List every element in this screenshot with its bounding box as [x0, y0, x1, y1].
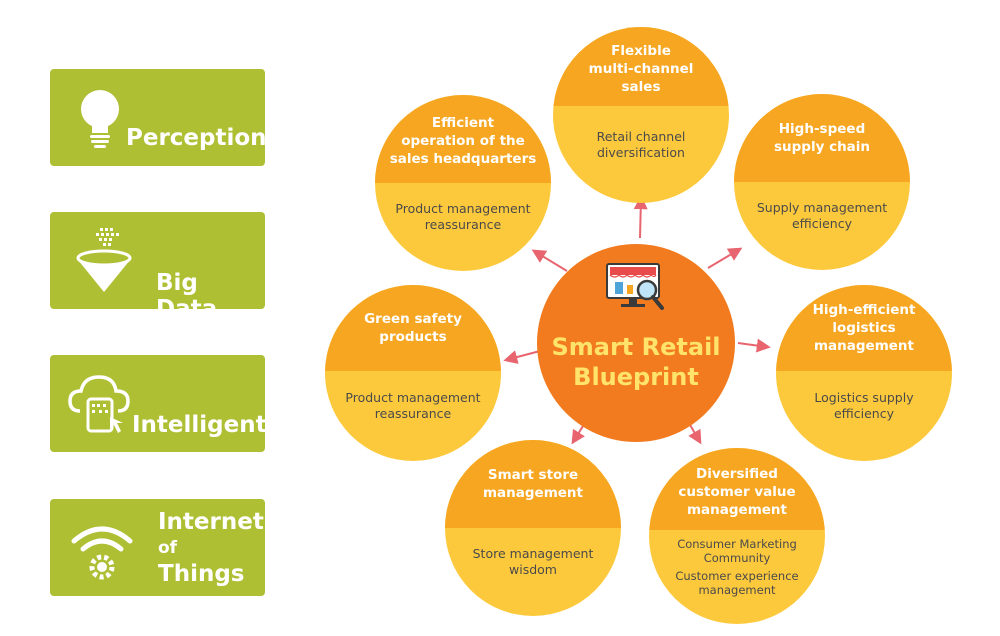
- iot-panel: Internet of Things: [50, 499, 265, 596]
- perception-panel: Perception: [50, 69, 267, 166]
- bubble-subtitle: Logistics supply efficiency: [814, 390, 914, 421]
- bubble-smart-store: Smart store management Store management …: [445, 440, 621, 616]
- bubble-multichannel-sales: Flexible multi-channel sales Retail chan…: [553, 27, 729, 203]
- bubble-supply-chain: High-speed supply chain Supply managemen…: [734, 94, 910, 270]
- bubble-subtitle-list: Consumer Marketing Community Customer ex…: [663, 532, 811, 602]
- bubble-title: Efficient operation of the sales headqua…: [389, 115, 537, 167]
- bubble-title: Diversified customer value management: [678, 466, 796, 518]
- iot-label-line-3: Things: [158, 561, 245, 587]
- center-hub: Smart Retail Blueprint: [537, 244, 735, 442]
- bubble-title: Flexible multi-channel sales: [588, 42, 694, 95]
- bubble-subtitle: Supply management efficiency: [756, 200, 888, 231]
- arrow-to-logistics: [737, 338, 771, 353]
- bubble-green-safety: Green safety products Product management…: [325, 285, 501, 461]
- bubble-title: Smart store management: [482, 467, 583, 501]
- arrow-to-multichannel: [633, 195, 648, 239]
- bubble-title: Green safety products: [364, 311, 462, 345]
- iot-label-line-1: Internet: [158, 509, 264, 535]
- wifi-gear-icon: [71, 526, 133, 580]
- data-funnel-icon: [76, 228, 132, 292]
- intelligent-panel: Intelligent: [50, 355, 267, 452]
- bubble-headquarters: Efficient operation of the sales headqua…: [375, 95, 551, 271]
- lightbulb-icon: [81, 90, 119, 148]
- perception-label: Perception: [126, 125, 267, 151]
- monitor-magnifier-icon: [606, 263, 664, 310]
- bubble-subtitle: Product management reassurance: [395, 201, 531, 232]
- intelligent-label: Intelligent: [132, 412, 267, 438]
- arrow-to-headquarters: [531, 249, 568, 272]
- bubble-subtitle: Store management wisdom: [472, 546, 594, 577]
- big-data-label: Big Data: [156, 270, 218, 322]
- bubble-customer-value: Diversified customer value management Co…: [649, 448, 825, 624]
- iot-label-line-2: of: [158, 538, 178, 558]
- bubble-subtitle-item: Consumer Marketing Community: [677, 537, 797, 565]
- bubble-subtitle-item: Customer experience management: [675, 569, 799, 597]
- bubble-title: High-efficient logistics management: [812, 302, 916, 354]
- big-data-panel: Big Data: [50, 212, 265, 322]
- bubble-title: High-speed supply chain: [773, 121, 871, 155]
- bubble-subtitle: Product management reassurance: [345, 390, 481, 421]
- bubble-logistics: High-efficient logistics management Logi…: [776, 285, 952, 461]
- center-title: Smart Retail Blueprint: [551, 333, 721, 391]
- iot-label: Internet of Things: [158, 509, 264, 587]
- bubble-subtitle: Retail channel diversification: [596, 128, 686, 160]
- cloud-touch-icon: [68, 375, 130, 433]
- arrow-to-supply-chain: [707, 247, 743, 269]
- arrow-to-green-safety: [503, 350, 541, 364]
